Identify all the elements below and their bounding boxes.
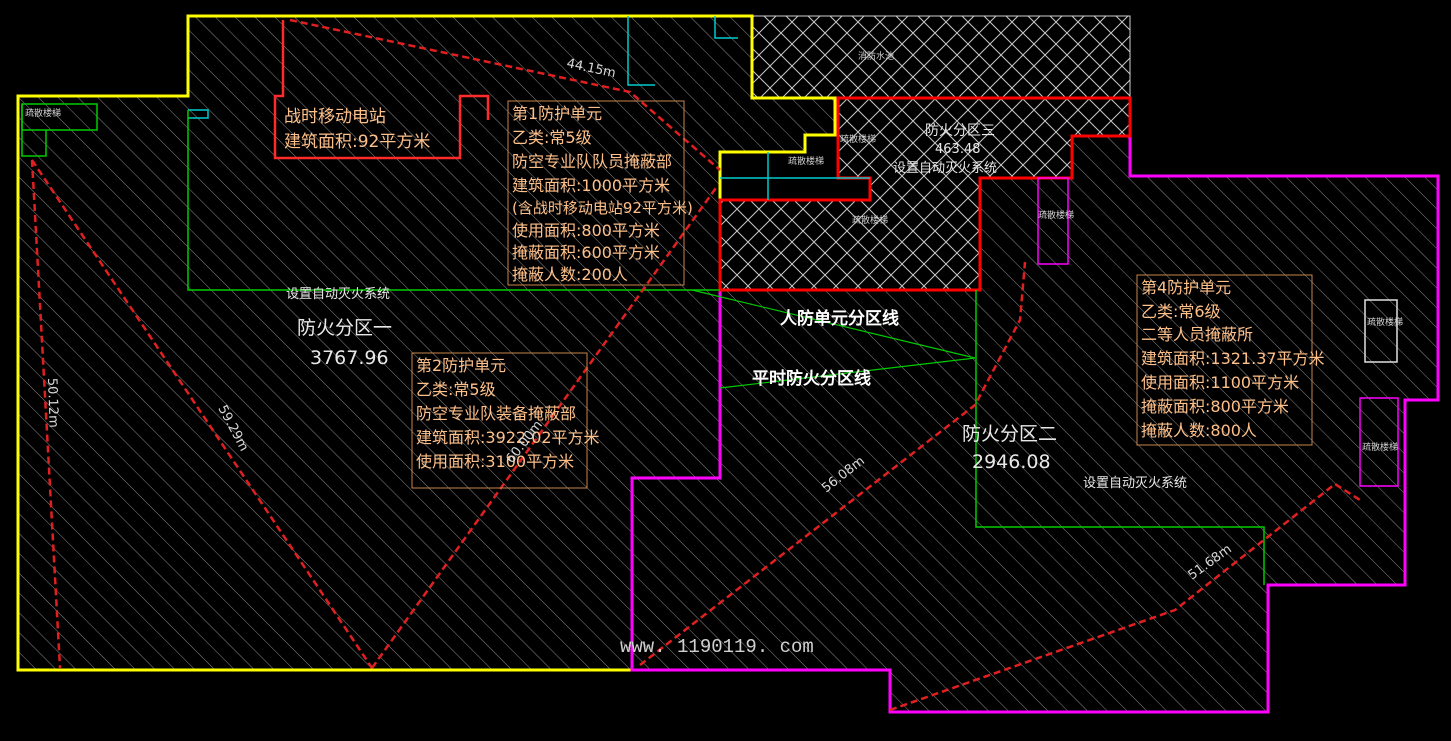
unit4-line-3: 二等人员掩蔽所 [1141, 325, 1253, 344]
unit4-line-5: 使用面积:1100平方米 [1141, 373, 1299, 392]
unit2-box [411, 352, 588, 489]
unit1-line-3: 防空专业队队员掩蔽部 [512, 152, 672, 171]
zone2-area: 2946.08 [972, 451, 1051, 473]
zone3-area: 463.48 [935, 142, 981, 157]
unit4-box [1136, 274, 1313, 446]
stair-box-2 [1037, 177, 1069, 265]
unit1-box [507, 100, 685, 286]
unit4-line-4: 建筑面积:1321.37平方米 [1141, 349, 1325, 368]
unit2-line-2: 乙类:常5级 [416, 380, 496, 399]
small-label-stair-6: 疏散楼梯 [1367, 316, 1403, 328]
small-label-stair-7: 疏散楼梯 [1362, 441, 1398, 453]
watermark: www. 1190119. com [620, 636, 814, 658]
zone1-area: 3767.96 [310, 347, 389, 369]
legend-unit-line: 人防单元分区线 [780, 308, 899, 329]
power-station-outline [273, 20, 490, 160]
auto-system-label-3: 设置自动灭火系统 [1083, 476, 1187, 491]
legend-leaders [691, 289, 976, 389]
evacuation-paths [30, 18, 1361, 712]
unit2-line-1: 第2防护单元 [416, 356, 506, 375]
power-station-area: 建筑面积:92平方米 [284, 132, 430, 152]
small-label-stair-4: 疏散楼梯 [852, 214, 888, 226]
unit2-line-3: 防空专业队装备掩蔽部 [416, 404, 576, 423]
small-label-stair-2: 疏散楼梯 [840, 133, 876, 145]
stair-box-4 [1359, 397, 1399, 487]
small-label-pool: 消防水池 [858, 50, 894, 62]
unit4-text: 第4防护单元 乙类:常6级 二等人员掩蔽所 建筑面积:1321.37平方米 使用… [1141, 278, 1325, 440]
zone3-name: 防火分区三 [925, 123, 995, 139]
small-label-stair-3: 疏散楼梯 [788, 155, 824, 167]
unit1-text: 第1防护单元 乙类:常5级 防空专业队队员掩蔽部 建筑面积:1000平方米 (含… [512, 104, 693, 284]
legend-fire-line: 平时防火分区线 [752, 368, 871, 389]
cyan-outline [188, 16, 870, 200]
storage-block [751, 15, 1131, 99]
unit4-line-6: 掩蔽面积:800平方米 [1141, 397, 1289, 416]
zone1-top-outline [18, 14, 835, 100]
unit1-line-5: (含战时移动电站92平方米) [512, 199, 693, 217]
stair-box-3 [1364, 299, 1398, 363]
power-station-title: 战时移动电站 [284, 107, 386, 127]
auto-system-label-1: 设置自动灭火系统 [286, 287, 390, 302]
unit1-line-7: 掩蔽面积:600平方米 [512, 243, 660, 262]
unit1-line-4: 建筑面积:1000平方米 [512, 176, 670, 195]
stair-box-1 [21, 103, 98, 131]
unit4-line-2: 乙类:常6级 [1141, 302, 1221, 321]
dimension-2: 50.12m [44, 378, 61, 428]
unit2-line-4: 建筑面积:3922.02平方米 [416, 428, 600, 447]
unit1-line-1: 第1防护单元 [512, 104, 602, 123]
unit4-line-1: 第4防护单元 [1141, 278, 1231, 297]
small-label-stair-1: 疏散楼梯 [25, 107, 61, 119]
small-label-stair-5: 疏散楼梯 [1038, 209, 1074, 221]
zone1-name: 防火分区一 [297, 317, 392, 339]
unit1-line-8: 掩蔽人数:200人 [512, 265, 628, 284]
unit4-line-7: 掩蔽人数:800人 [1141, 421, 1257, 440]
unit2-text: 第2防护单元 乙类:常5级 防空专业队装备掩蔽部 建筑面积:3922.02平方米… [416, 356, 600, 471]
unit1-line-2: 乙类:常5级 [512, 128, 592, 147]
unit1-line-6: 使用面积:800平方米 [512, 221, 660, 240]
zone2-name: 防火分区二 [962, 423, 1057, 445]
unit2-line-5: 使用面积:3100平方米 [416, 452, 574, 471]
auto-system-label-2: 设置自动灭火系统 [893, 161, 997, 176]
